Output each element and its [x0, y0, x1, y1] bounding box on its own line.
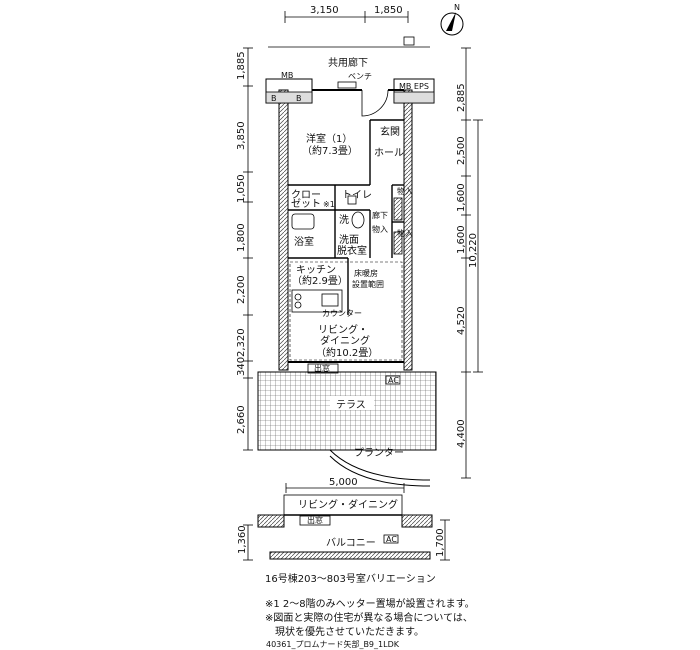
balcony-label: バルコニー [326, 537, 376, 549]
dim-right-1: 2,885 [456, 83, 467, 112]
living-label-1: リビング・ [318, 323, 368, 336]
mb-left-label: MB [281, 71, 293, 80]
dim-left-7: 340 [236, 357, 247, 376]
hall-label: ホール [374, 147, 404, 159]
balcony-ac-label: AC [386, 535, 397, 544]
code-label: 40361_プロムナード矢部_B9_1LDK [266, 640, 399, 649]
closet-note: ※1 [323, 200, 335, 209]
b-label-2: B [296, 94, 302, 103]
bedroom-label: 洋室（1） [306, 132, 352, 145]
dim-balcony-left: 1,360 [237, 525, 248, 554]
north-letter: N [454, 3, 460, 12]
storage-label-2: 物入 [372, 224, 388, 234]
dim-top-1: 3,150 [310, 5, 339, 16]
balcony-dimension [243, 483, 450, 561]
wash-label: 洗 [339, 214, 349, 226]
kitchen-label: キッチン [296, 264, 336, 276]
note-1: ※1 2～8階のみヘッター置場が設置されます。 [265, 599, 475, 610]
left-dimension [243, 47, 253, 451]
toilet-label: トイレ [342, 190, 372, 201]
dim-right-4: 1,600 [456, 225, 467, 254]
mb-eps-label: MB EPS [399, 82, 429, 91]
living-label-2: ダイニング [320, 334, 370, 347]
kitchen-area: （約2.9畳） [292, 274, 348, 287]
fixtures [291, 195, 403, 313]
dim-balcony-width: 5,000 [329, 477, 358, 488]
dim-left-5: 2,200 [236, 275, 247, 304]
hallway-label: 廊下 [372, 210, 388, 220]
dim-left-2: 3,850 [236, 121, 247, 150]
variation-note: 16号棟203～803号室バリエーション [265, 574, 436, 585]
bath-label: 浴室 [294, 235, 314, 248]
top-dimension [284, 11, 409, 23]
balcony-window-label: 出窓 [307, 515, 323, 525]
floor-heat-label-2: 設置範囲 [352, 279, 384, 289]
corridor-label: 共用廊下 [328, 56, 368, 69]
plan-code: 40361_プロムナード矢部_B9_1LDK [0, 640, 700, 649]
dim-left-6: 2,320 [236, 328, 247, 357]
unit-walls [265, 78, 435, 371]
dim-right-5: 4,520 [456, 306, 467, 335]
counter-label: カウンター [322, 309, 362, 318]
disclaimer-notes: ※1 2～8階のみヘッター置場が設置されます。 ※図面と実際の住宅が異なる場合に… [0, 598, 700, 640]
closet-label-1: クロー [291, 189, 321, 201]
dim-right-6: 4,400 [456, 419, 467, 448]
window-label: 出窓 [314, 363, 330, 373]
balcony-walls [257, 494, 433, 560]
note-2: ※図面と実際の住宅が異なる場合については、 [265, 613, 473, 624]
dim-left-8: 2,660 [236, 405, 247, 434]
planter-label: プランター [354, 447, 404, 459]
washroom-label-2: 脱衣室 [337, 244, 367, 257]
b-label-1: B [271, 94, 277, 103]
dim-top-2: 1,850 [374, 5, 403, 16]
closet-label-2: ゼット [291, 198, 321, 210]
living-area: （約10.2畳） [316, 346, 378, 359]
floor-heating-area [289, 261, 403, 361]
right-dimension [461, 47, 483, 479]
floor-heat-label-1: 床暖房 [354, 268, 378, 278]
bedroom-area: （約7.3畳） [302, 144, 358, 157]
dim-left-3: 1,050 [236, 174, 247, 203]
bench-label: ベンチ [348, 72, 372, 81]
washroom-label-1: 洗面 [339, 234, 359, 246]
note-3: 現状を優先させていただきます。 [275, 627, 424, 638]
dim-balcony-right: 1,700 [435, 528, 446, 557]
terrace-area [257, 371, 437, 451]
dim-left-4: 1,800 [236, 223, 247, 252]
dim-left-1: 1,885 [236, 51, 247, 80]
notes: 16号棟203～803号室バリエーション [0, 573, 700, 587]
terrace-label: テラス [336, 399, 366, 411]
planter-curve [329, 449, 431, 481]
north-arrow-icon [440, 12, 464, 36]
interior-partitions [288, 119, 404, 363]
dim-right-2: 2,500 [456, 136, 467, 165]
storage-label-3: 物入 [397, 228, 413, 238]
dim-right-total: 10,220 [468, 233, 479, 268]
dim-right-3: 1,600 [456, 183, 467, 212]
storage-label-1: 物入 [397, 186, 413, 196]
balcony-living-label: リビング・ダイニング [298, 498, 398, 511]
entrance-label: 玄関 [380, 125, 400, 138]
